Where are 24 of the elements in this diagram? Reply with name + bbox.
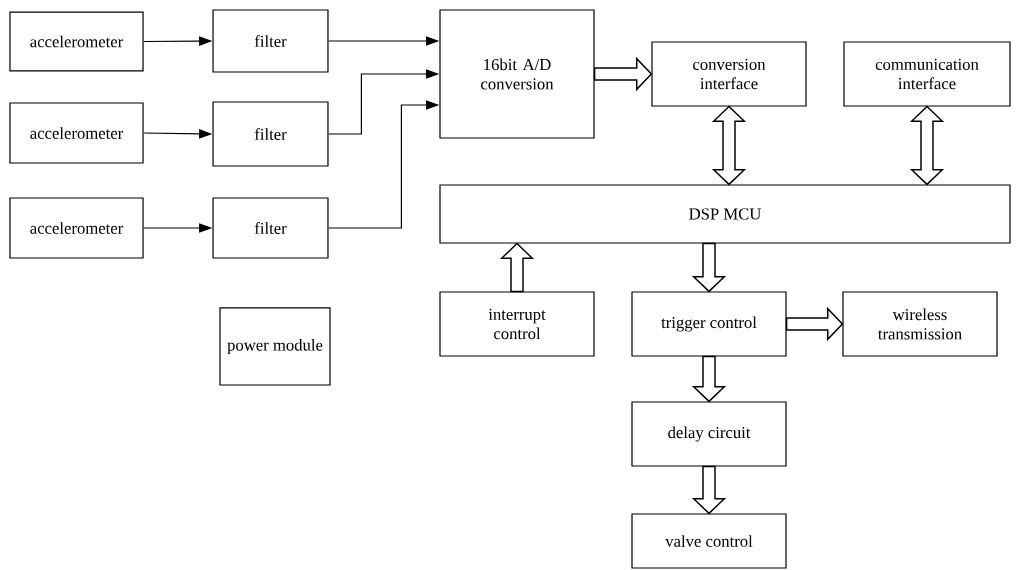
- process-box: trigger control: [631, 291, 787, 357]
- block-arrow: [499, 242, 535, 293]
- block-arrow: [691, 465, 727, 515]
- process-box: filter: [212, 101, 329, 167]
- process-box: filter: [212, 9, 329, 73]
- block-arrow: [691, 355, 727, 403]
- block-arrow: [785, 306, 844, 342]
- block-arrow: [711, 105, 747, 186]
- process-box: valve control: [631, 513, 787, 569]
- process-box: delay circuit: [631, 401, 787, 467]
- process-box: accelerometer: [9, 197, 144, 259]
- process-box: accelerometer: [9, 102, 144, 164]
- block-arrow: [909, 105, 945, 186]
- process-box: conversion interface: [651, 41, 807, 107]
- process-box: DSP MCU: [439, 184, 1011, 244]
- process-box: wireless transmission: [842, 291, 998, 357]
- process-box: filter: [212, 197, 329, 259]
- process-box: power module: [219, 307, 331, 386]
- process-box: communication interface: [843, 41, 1011, 107]
- process-box: 16bit A/D conversion: [439, 9, 595, 139]
- block-arrow: [691, 242, 727, 293]
- process-box: accelerometer: [9, 11, 144, 72]
- process-box: interrupt control: [439, 291, 595, 357]
- block-arrow: [593, 56, 653, 92]
